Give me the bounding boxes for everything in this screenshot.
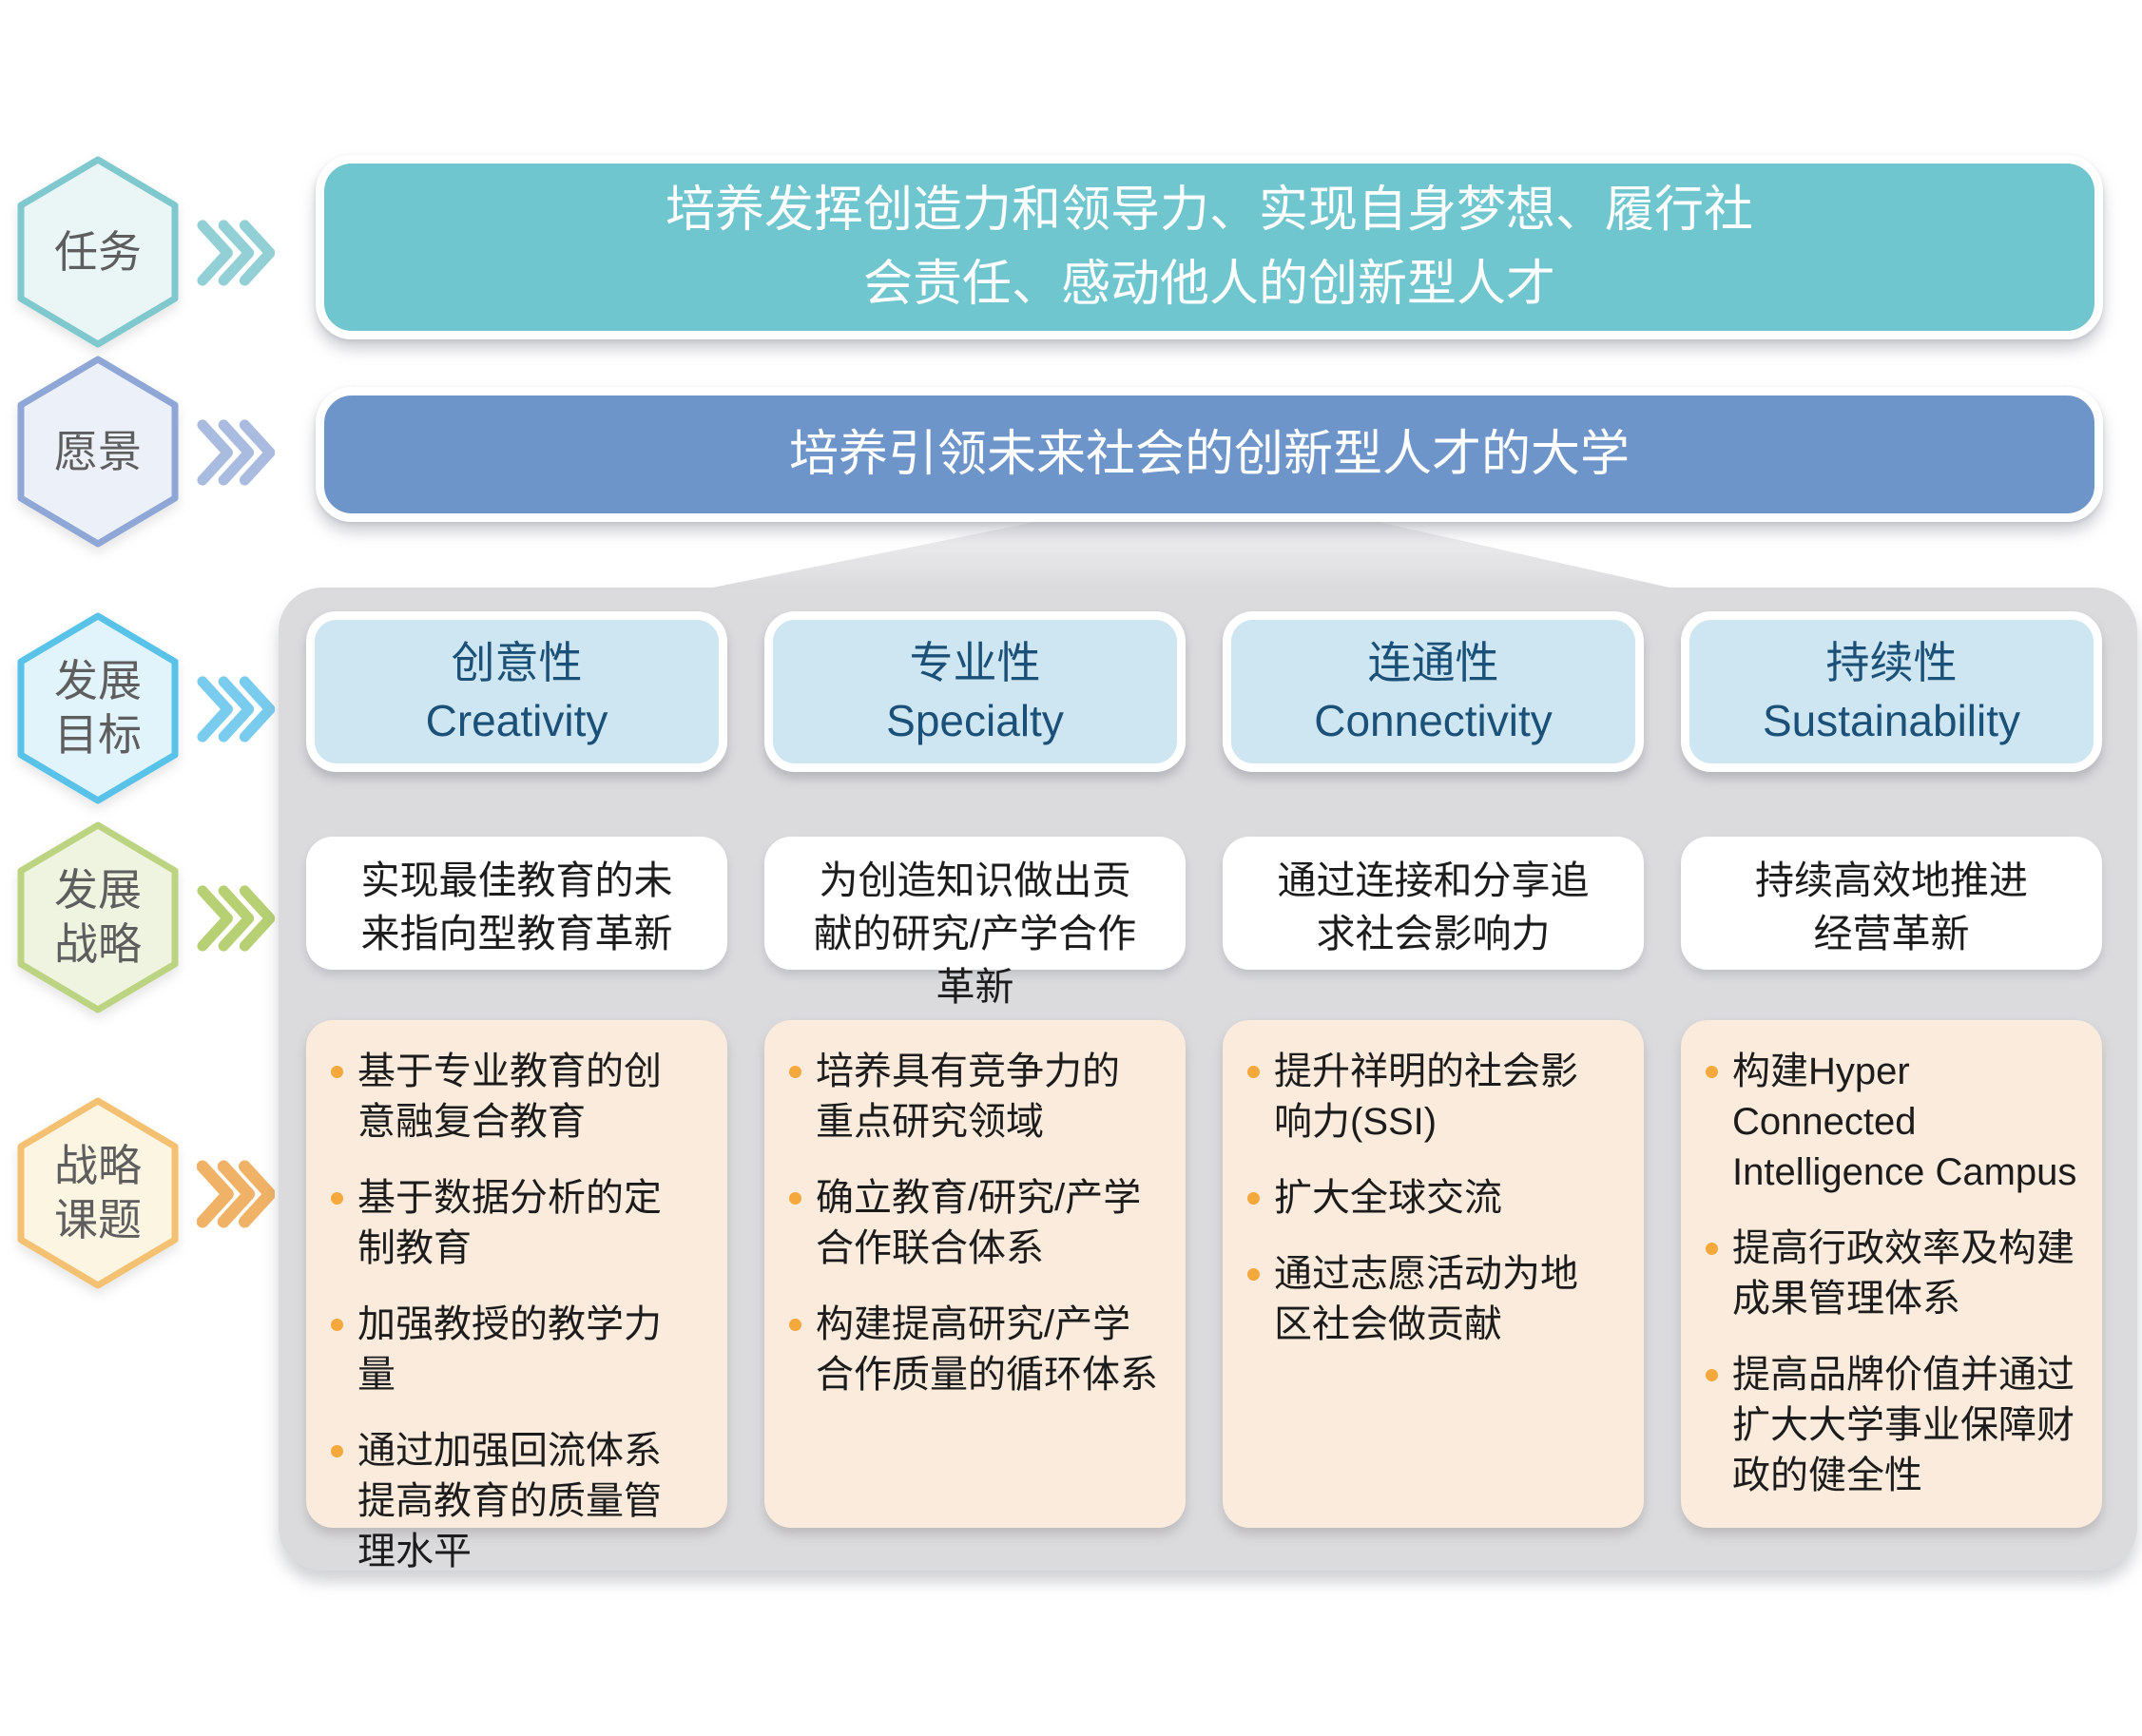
triple-chevron-icon: [197, 1160, 275, 1228]
topic-text: 提高品牌价值并通过 扩大大学事业保障财 政的健全性: [1732, 1354, 2074, 1496]
triple-chevron-icon: [197, 419, 275, 486]
topic-item: 构建提高研究/产学 合作质量的循环体系: [782, 1300, 1178, 1400]
strategy-box: 通过连接和分享追 求社会影响力: [1223, 837, 1644, 970]
topic-text: 构建提高研究/产学 合作质量的循环体系: [816, 1303, 1158, 1396]
goal-title-en: Specialty: [886, 695, 1064, 745]
bullet-icon: [1247, 1066, 1260, 1078]
topic-item: 提高行政效率及构建 成果管理体系: [1698, 1224, 2094, 1324]
topic-text: 构建Hyper Connected Intelligence Campus: [1732, 1051, 2077, 1193]
topic-text: 扩大全球交流: [1274, 1177, 1502, 1219]
goal-box-creativity: 创意性 Creativity: [306, 611, 727, 772]
topic-text: 加强教授的教学力 量: [357, 1303, 662, 1396]
goal-title-en: Sustainability: [1762, 695, 2021, 745]
rail-item-development-strategy: 发展 战略: [14, 820, 182, 1014]
hexagon-icon: [17, 612, 179, 804]
topic-text: 基于数据分析的定 制教育: [357, 1177, 662, 1269]
bullet-icon: [1706, 1369, 1718, 1381]
goal-title-zh: 创意性: [451, 637, 583, 687]
topic-item: 提升祥明的社会影 响力(SSI): [1240, 1047, 1636, 1148]
strategy-text: 持续高效地推进 经营革新: [1755, 858, 2028, 955]
bullet-icon: [1247, 1268, 1260, 1281]
triple-chevron-icon: [197, 220, 275, 286]
triple-chevron-icon: [197, 676, 275, 743]
topic-item: 提高品牌价值并通过 扩大大学事业保障财 政的健全性: [1698, 1350, 2094, 1501]
topic-item: 构建Hyper Connected Intelligence Campus: [1698, 1047, 2094, 1198]
strategy-box: 为创造知识做出贡 献的研究/产学合作 革新: [764, 837, 1186, 1009]
topic-text: 通过志愿活动为地 区社会做贡献: [1274, 1253, 1578, 1345]
triple-chevron-icon: [197, 885, 275, 952]
topic-item: 基于数据分析的定 制教育: [323, 1173, 720, 1274]
bullet-icon: [1706, 1066, 1718, 1078]
topic-text: 通过加强回流体系 提高教育的质量管 理水平: [357, 1430, 662, 1572]
hexagon-icon: [17, 821, 179, 1013]
topic-text: 基于专业教育的创 意融复合教育: [357, 1051, 662, 1143]
hexagon-icon: [17, 356, 179, 548]
strategy-text: 为创造知识做出贡 献的研究/产学合作 革新: [813, 858, 1137, 1009]
column-creativity: 创意性 Creativity 实现最佳教育的未 来指向型教育革新 基于专业教育的…: [306, 588, 727, 1572]
topic-item: 基于专业教育的创 意融复合教育: [323, 1047, 720, 1148]
topics-box: 基于专业教育的创 意融复合教育 基于数据分析的定 制教育 加强教授的教学力 量 …: [306, 1020, 727, 1572]
topic-item: 加强教授的教学力 量: [323, 1300, 720, 1400]
topics-box: 提升祥明的社会影 响力(SSI) 扩大全球交流 通过志愿活动为地 区社会做贡献: [1223, 1020, 1644, 1528]
rail-label-strategic-topics: 战略 课题: [54, 1141, 142, 1244]
rail-label-mission: 任务: [54, 226, 142, 277]
vision-band: 培养引领未来社会的创新型人才的大学: [316, 387, 2103, 522]
goal-title-zh: 专业性: [909, 637, 1041, 687]
topic-item: 通过加强回流体系 提高教育的质量管 理水平: [323, 1426, 720, 1577]
goal-title-en: Creativity: [425, 695, 608, 745]
rail-label-development-strategy: 发展 战略: [54, 865, 142, 969]
bullet-icon: [331, 1192, 343, 1205]
hexagon-icon: [17, 156, 179, 348]
topic-text: 提升祥明的社会影 响力(SSI): [1274, 1051, 1578, 1143]
goal-box-connectivity: 连通性 Connectivity: [1223, 611, 1644, 772]
bullet-icon: [789, 1066, 801, 1078]
topic-item: 扩大全球交流: [1240, 1173, 1636, 1224]
goal-title-zh: 持续性: [1825, 637, 1958, 687]
mission-text: 培养发挥创造力和领导力、实现自身梦想、履行社 会责任、感动他人的创新型人才: [665, 183, 1753, 312]
rail-label-vision: 愿景: [54, 426, 142, 476]
bullet-icon: [1706, 1243, 1718, 1255]
goal-box-sustainability: 持续性 Sustainability: [1681, 611, 2102, 772]
rail-label-development-goals: 发展 目标: [54, 656, 142, 760]
strategy-text: 实现最佳教育的未 来指向型教育革新: [360, 858, 673, 955]
column-specialty: 专业性 Specialty 为创造知识做出贡 献的研究/产学合作 革新 培养具有…: [764, 588, 1186, 1571]
topics-box: 培养具有竞争力的 重点研究领域 确立教育/研究/产学 合作联合体系 构建提高研究…: [764, 1020, 1186, 1528]
column-connectivity: 连通性 Connectivity 通过连接和分享追 求社会影响力 提升祥明的社会…: [1223, 588, 1644, 1571]
topics-box: 构建Hyper Connected Intelligence Campus 提高…: [1681, 1020, 2102, 1528]
strategy-panel: 创意性 Creativity 实现最佳教育的未 来指向型教育革新 基于专业教育的…: [279, 588, 2137, 1572]
topic-text: 确立教育/研究/产学 合作联合体系: [816, 1177, 1142, 1269]
bullet-icon: [331, 1445, 343, 1457]
strategy-box: 持续高效地推进 经营革新: [1681, 837, 2102, 970]
topic-text: 提高行政效率及构建 成果管理体系: [1732, 1227, 2074, 1320]
rail-item-vision: 愿景: [14, 355, 182, 549]
strategy-box: 实现最佳教育的未 来指向型教育革新: [306, 837, 727, 970]
mission-band: 培养发挥创造力和领导力、实现自身梦想、履行社 会责任、感动他人的创新型人才: [316, 155, 2103, 339]
bullet-icon: [789, 1192, 801, 1205]
goal-title-zh: 连通性: [1367, 637, 1499, 687]
rail-item-mission: 任务: [14, 155, 182, 349]
strategy-text: 通过连接和分享追 求社会影响力: [1277, 858, 1590, 955]
goal-title-en: Connectivity: [1314, 695, 1553, 745]
rail-item-development-goals: 发展 目标: [14, 611, 182, 805]
goal-box-specialty: 专业性 Specialty: [764, 611, 1186, 772]
hexagon-icon: [17, 1097, 179, 1289]
topic-item: 确立教育/研究/产学 合作联合体系: [782, 1173, 1178, 1274]
bullet-icon: [1247, 1192, 1260, 1205]
topic-text: 培养具有竞争力的 重点研究领域: [816, 1051, 1120, 1143]
bullet-icon: [331, 1319, 343, 1331]
vision-text: 培养引领未来社会的创新型人才的大学: [788, 427, 1630, 482]
bullet-icon: [331, 1066, 343, 1078]
column-sustainability: 持续性 Sustainability 持续高效地推进 经营革新 构建Hyper …: [1681, 588, 2102, 1571]
topic-item: 通过志愿活动为地 区社会做贡献: [1240, 1249, 1636, 1350]
rail-item-strategic-topics: 战略 课题: [14, 1096, 182, 1290]
bullet-icon: [789, 1319, 801, 1331]
topic-item: 培养具有竞争力的 重点研究领域: [782, 1047, 1178, 1148]
